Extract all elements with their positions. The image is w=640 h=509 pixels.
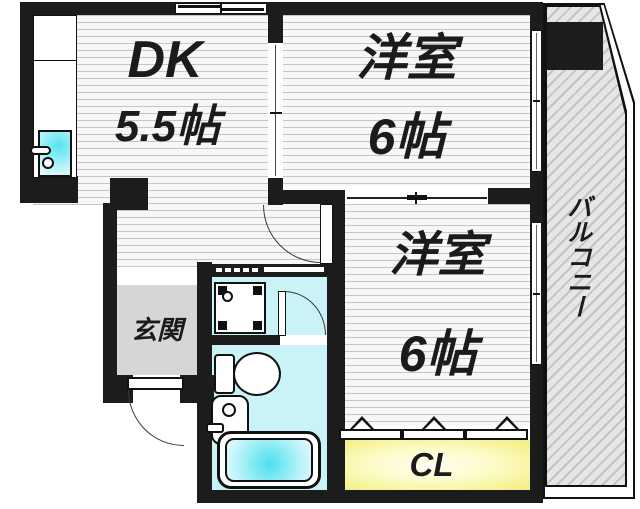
accordion-door-dash1	[216, 268, 222, 272]
wall-partition-right	[488, 188, 543, 204]
sliding-door-dk-rail	[275, 45, 276, 176]
window-balcony-bottom-tick	[533, 293, 540, 295]
wall-top	[20, 2, 543, 15]
window-top-sash-left	[178, 5, 220, 8]
bathroom-door-opening	[280, 335, 327, 345]
wall-dk-bottomleft	[20, 176, 78, 203]
closet-door-panel-3	[465, 429, 528, 440]
kitchen-faucet-knob-icon	[42, 157, 54, 169]
wall-bathroom-right	[327, 190, 345, 503]
sliding-door-dk-tick	[270, 112, 282, 114]
wall-left	[20, 2, 33, 203]
entrance-door-leaf	[127, 377, 184, 390]
wall-bathroom-left	[197, 262, 212, 503]
accordion-door-dash3	[234, 268, 240, 272]
wall-partition-left	[268, 190, 335, 204]
room-dk-size: 5.5帖	[114, 102, 221, 151]
room-bedroom-right-size: 6帖	[398, 326, 477, 382]
washing-pan-corner-bl	[218, 321, 227, 330]
window-top-sash-right	[222, 8, 264, 11]
window-balcony-top-tick	[533, 100, 540, 102]
balcony-label: バルコニー	[563, 193, 592, 319]
wall-bottom	[197, 490, 543, 503]
closet-door-panel-2	[402, 429, 465, 440]
toilet-tank	[214, 354, 235, 394]
hall-door-leaf	[320, 204, 333, 264]
balcony-floor	[547, 7, 625, 485]
kitchen-counter-top	[33, 15, 77, 62]
vanity-faucet-icon	[222, 403, 236, 417]
kitchen-faucet-icon	[30, 146, 51, 155]
bathroom-door-leaf	[278, 291, 286, 336]
vanity-spout-icon	[206, 423, 224, 433]
sliding-partition-center	[407, 195, 427, 200]
accordion-door-dash4	[243, 268, 249, 272]
window-top-divider	[220, 4, 222, 13]
washing-pan-corner-tr	[253, 286, 262, 295]
entrance-label: 玄関	[130, 315, 183, 345]
wall-bath-divider	[212, 335, 280, 345]
room-bedroom-right-label: 洋室	[389, 229, 486, 282]
wall-entrance-left	[103, 203, 117, 403]
accordion-door-dash2	[225, 268, 231, 272]
room-bedroom-top-size: 6帖	[367, 109, 446, 165]
washing-pan-drain-icon	[222, 291, 233, 302]
room-dk-label: DK	[127, 31, 203, 89]
entrance-floor	[117, 285, 197, 375]
washing-pan-corner-br	[253, 321, 262, 330]
room-bedroom-top-label: 洋室	[356, 30, 457, 86]
balcony-pillar	[547, 22, 603, 70]
bathtub-basin	[225, 438, 313, 482]
accordion-door-dash5	[252, 268, 258, 272]
room-bedroom-right-floor	[345, 204, 530, 428]
accordion-door-strip	[264, 267, 324, 272]
closet-door-panel-1	[339, 429, 402, 440]
wall-dk-room1-top	[268, 15, 283, 43]
room-bedroom-top-floor	[283, 15, 530, 186]
closet-floor	[333, 440, 530, 490]
closet-label: CL	[409, 445, 454, 483]
entrance-threshold	[117, 267, 197, 285]
toilet-bowl	[233, 352, 281, 396]
entrance-door-swing	[128, 390, 184, 446]
